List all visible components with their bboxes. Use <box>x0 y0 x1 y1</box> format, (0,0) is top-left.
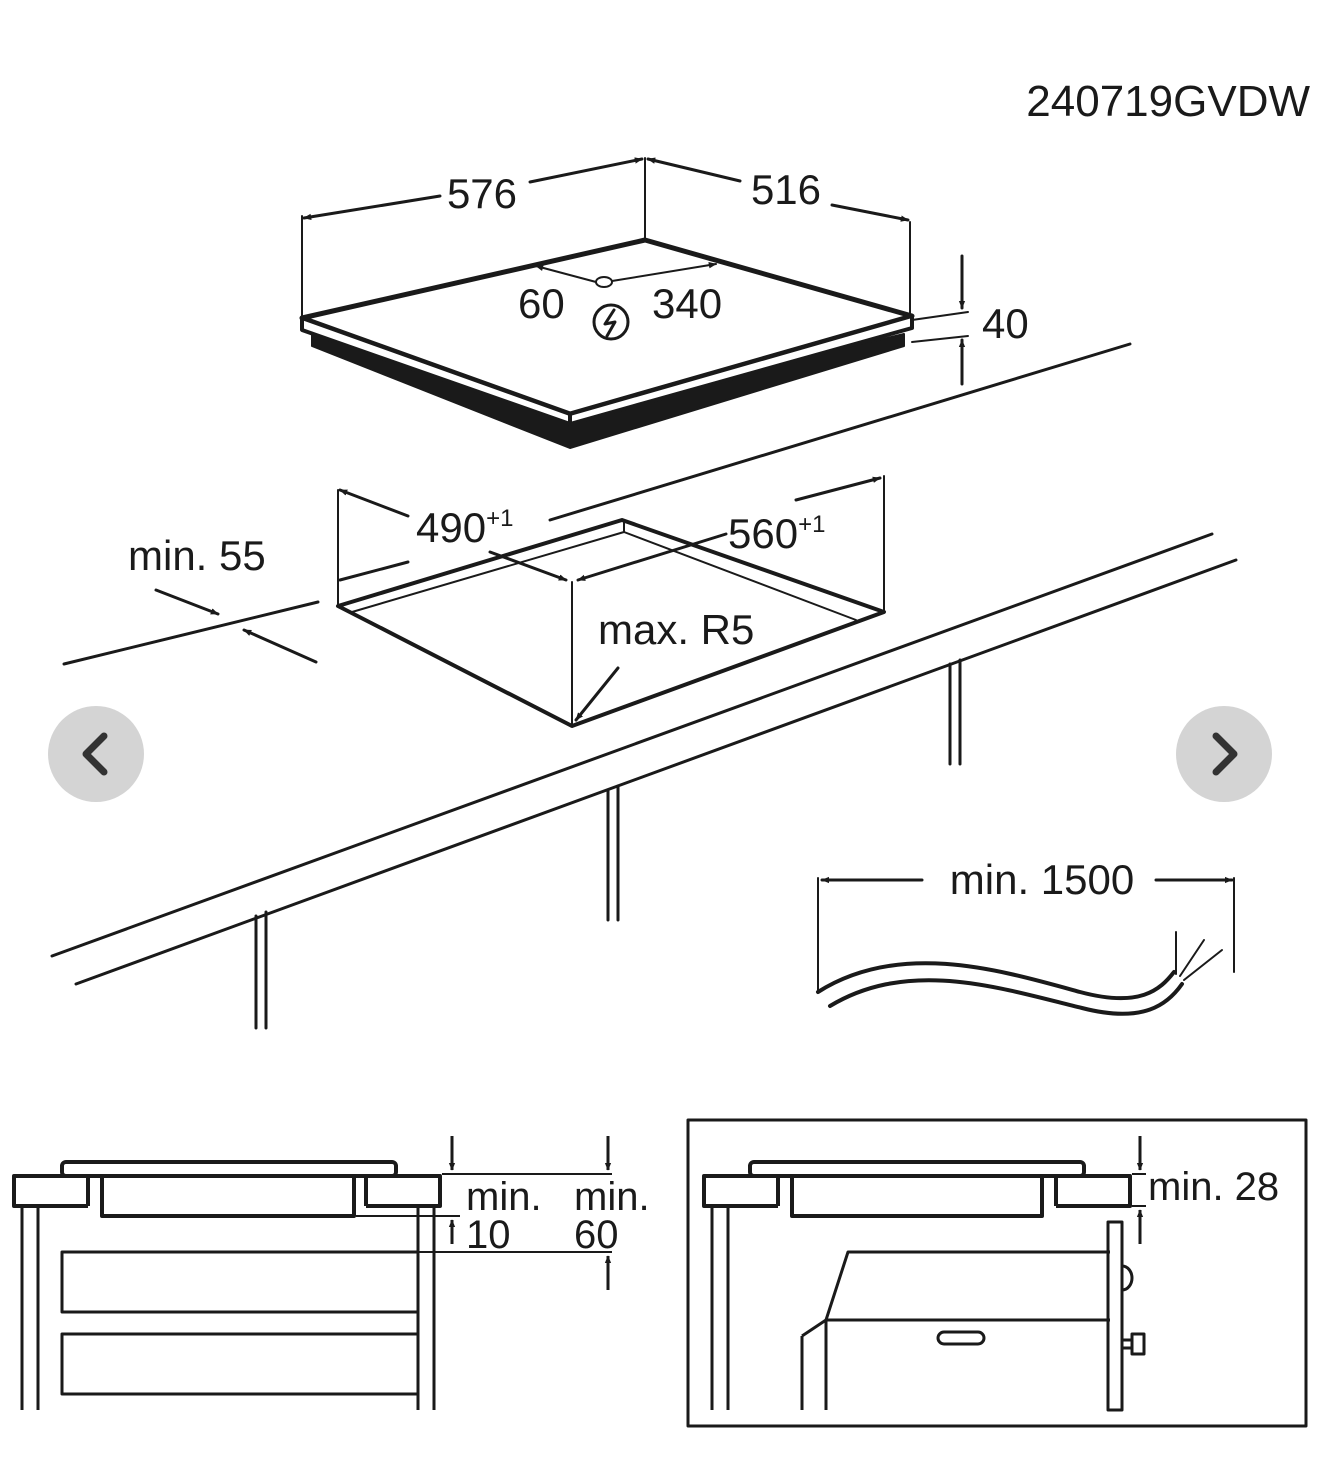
cutout-width-label: 490+1 <box>416 504 513 551</box>
min-60-label-top: min. <box>574 1175 650 1219</box>
previous-image-button[interactable] <box>48 706 144 802</box>
chevron-left-icon <box>82 732 108 776</box>
min-60-label-bottom: 60 <box>574 1213 619 1257</box>
connection-left-label: 60 <box>518 280 565 327</box>
cable-drawing <box>816 876 1235 1016</box>
cutout-depth-label: 560+1 <box>728 510 825 557</box>
hob-drawing <box>299 157 969 449</box>
next-image-button[interactable] <box>1176 706 1272 802</box>
min-28-label: min. 28 <box>1148 1165 1279 1209</box>
cable-length-label: min. 1500 <box>950 856 1134 903</box>
connection-right-label: 340 <box>652 280 722 327</box>
min-10-label-bottom: 10 <box>466 1213 511 1257</box>
section-right-drawing <box>686 1118 1308 1428</box>
min-10-label-top: min. <box>466 1175 542 1219</box>
hob-width-label: 576 <box>447 170 517 217</box>
worktop-drawing <box>50 342 1238 1030</box>
model-code: 240719GVDW <box>1026 77 1310 126</box>
hob-depth-label: 516 <box>751 166 821 213</box>
radius-label: max. R5 <box>598 606 754 653</box>
hob-height-label: 40 <box>982 300 1029 347</box>
chevron-right-icon <box>1212 732 1238 776</box>
section-left-drawing <box>12 1136 612 1410</box>
min-edge-label: min. 55 <box>128 532 266 579</box>
